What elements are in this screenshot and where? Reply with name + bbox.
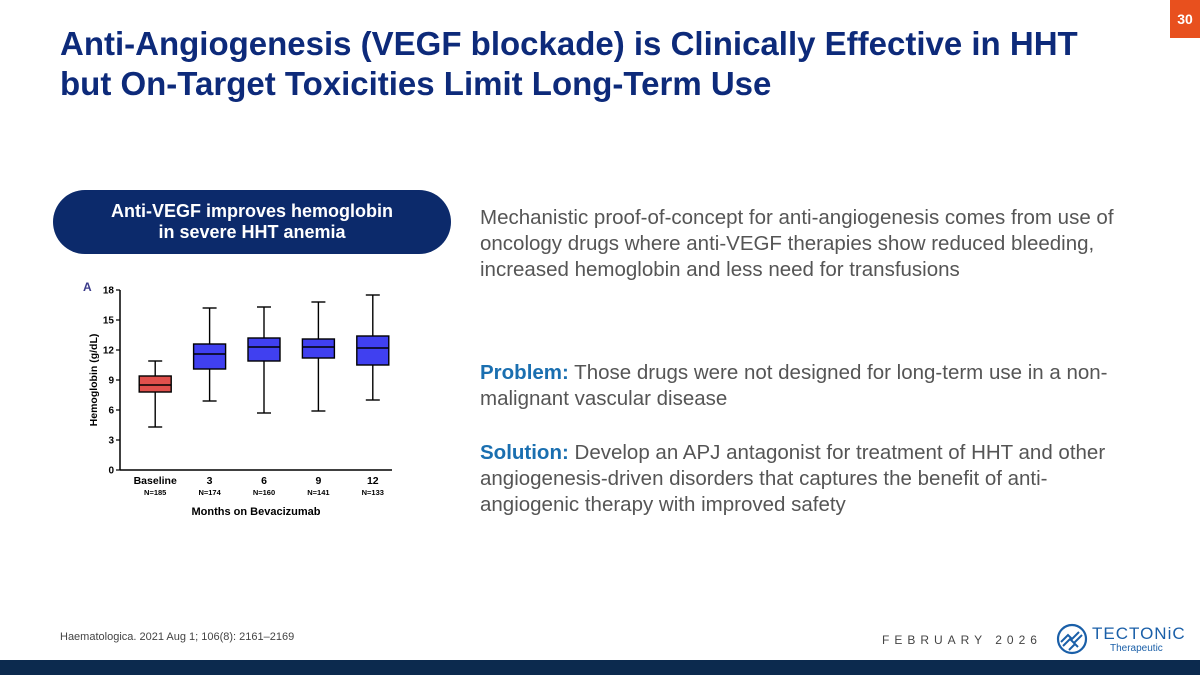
problem-text: Those drugs were not designed for long-t… bbox=[480, 361, 1108, 410]
company-logo: TECTONiC Therapeutic bbox=[1055, 622, 1185, 658]
callout-line-2: in severe HHT anemia bbox=[158, 222, 346, 242]
x-tick-label: 6 bbox=[261, 475, 267, 487]
solution-text: Develop an APJ antagonist for treatment … bbox=[480, 441, 1106, 516]
logo-name: TECTONiC bbox=[1092, 624, 1186, 643]
solution-label: Solution: bbox=[480, 441, 569, 464]
sample-size-label: N=160 bbox=[253, 488, 275, 497]
y-tick-label: 0 bbox=[108, 466, 114, 477]
tectonic-logo-icon bbox=[1056, 623, 1088, 655]
x-axis-label: Months on Bevacizumab bbox=[192, 506, 321, 518]
x-tick-label: 9 bbox=[315, 475, 321, 487]
sample-size-label: N=185 bbox=[144, 488, 166, 497]
presentation-date: FEBRUARY 2026 bbox=[882, 633, 1042, 647]
callout-line-1: Anti-VEGF improves hemoglobin bbox=[110, 201, 393, 221]
callout-pill: Anti-VEGF improves hemoglobin in severe … bbox=[53, 190, 451, 254]
x-tick-label: Baseline bbox=[134, 475, 177, 487]
citation: Haematologica. 2021 Aug 1; 106(8): 2161–… bbox=[60, 631, 295, 643]
paragraph-problem: Problem: Those drugs were not designed f… bbox=[480, 360, 1140, 412]
logo-subtitle: Therapeutic bbox=[1110, 643, 1163, 654]
y-tick-label: 15 bbox=[103, 316, 115, 327]
box-baseline bbox=[138, 375, 172, 393]
page-number: 30 bbox=[1170, 0, 1200, 38]
sample-size-label: N=174 bbox=[198, 488, 221, 497]
box-6 bbox=[247, 337, 281, 362]
y-axis-label: Hemoglobin (g/dL) bbox=[88, 334, 100, 427]
y-tick-label: 9 bbox=[108, 376, 114, 387]
panel-label: A bbox=[83, 280, 92, 294]
y-tick-label: 12 bbox=[103, 346, 115, 357]
box-3 bbox=[192, 343, 227, 370]
box-12 bbox=[356, 335, 390, 366]
sample-size-label: N=133 bbox=[362, 488, 384, 497]
x-tick-label: 3 bbox=[207, 475, 213, 487]
paragraph-mechanistic: Mechanistic proof-of-concept for anti-an… bbox=[480, 206, 1114, 281]
paragraph-solution: Solution: Develop an APJ antagonist for … bbox=[480, 440, 1140, 518]
box-9 bbox=[301, 338, 336, 359]
y-tick-label: 18 bbox=[103, 286, 115, 297]
x-tick-label: 12 bbox=[367, 475, 379, 487]
footer-bar bbox=[0, 660, 1200, 675]
sample-size-label: N=141 bbox=[307, 488, 329, 497]
y-tick-label: 6 bbox=[108, 406, 114, 417]
problem-label: Problem: bbox=[480, 361, 569, 384]
slide-title: Anti-Angiogenesis (VEGF blockade) is Cli… bbox=[60, 25, 1078, 102]
y-tick-label: 3 bbox=[108, 436, 114, 447]
